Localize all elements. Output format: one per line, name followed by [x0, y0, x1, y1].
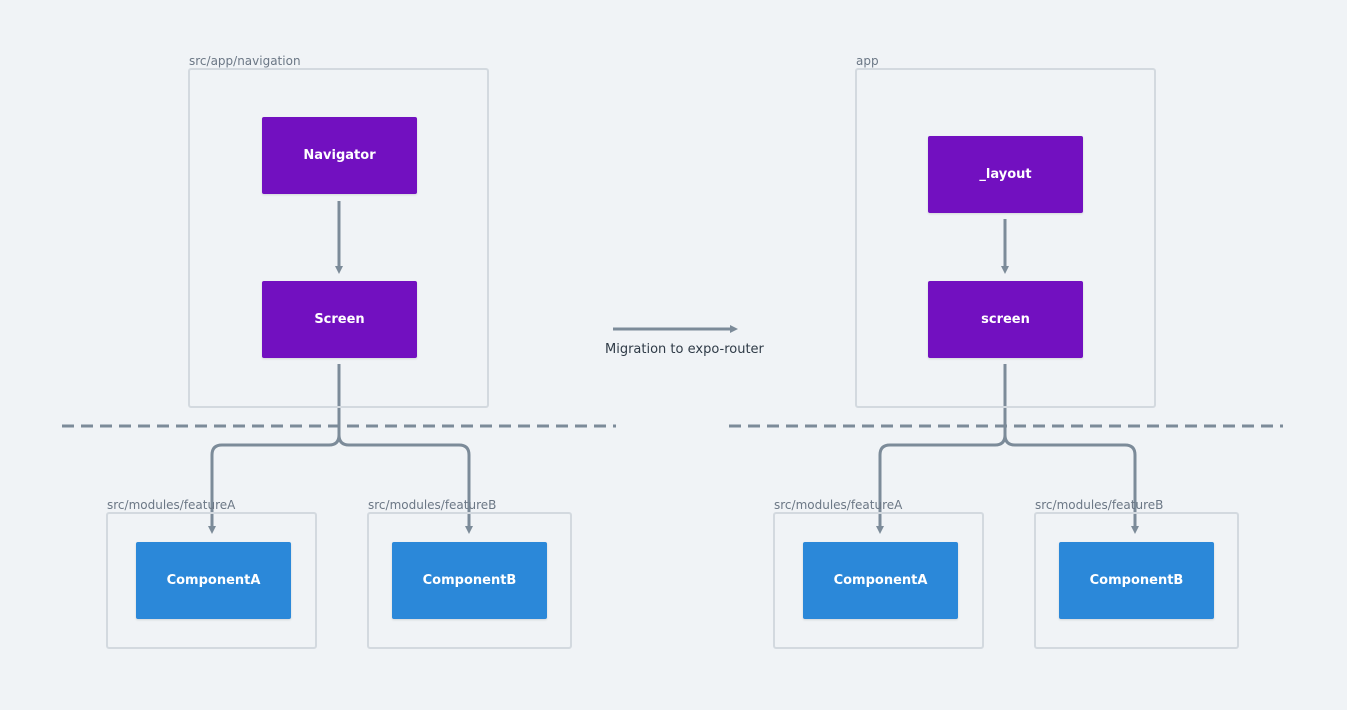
after-component-a-node[interactable]: ComponentA [803, 542, 958, 619]
before-feature-b-container-label: src/modules/featureB [368, 498, 497, 512]
before-component-a-label: ComponentA [166, 573, 261, 588]
after-component-b-label: ComponentB [1089, 573, 1184, 588]
after-layout-label: _layout [979, 167, 1032, 182]
before-feature-a-container [106, 512, 317, 649]
after-feature-a-container-label: src/modules/featureA [774, 498, 903, 512]
migration-caption: Migration to expo-router [605, 342, 764, 357]
before-screen-to-component-b-arrow [337, 364, 473, 534]
before-feature-b-container [367, 512, 572, 649]
before-navigator-label: Navigator [303, 148, 376, 163]
before-screen-label: Screen [314, 312, 365, 327]
before-nav-container [188, 68, 489, 408]
after-nav-container-label: app [856, 54, 879, 68]
after-screen-to-component-b-arrow [1003, 364, 1139, 534]
before-component-b-node[interactable]: ComponentB [392, 542, 547, 619]
before-screen-node[interactable]: Screen [262, 281, 417, 358]
before-feature-a-container-label: src/modules/featureA [107, 498, 236, 512]
after-component-a-label: ComponentA [833, 573, 928, 588]
after-component-b-node[interactable]: ComponentB [1059, 542, 1214, 619]
after-feature-a-container [773, 512, 984, 649]
after-screen-label: screen [981, 312, 1030, 327]
after-feature-b-container [1034, 512, 1239, 649]
before-component-b-label: ComponentB [422, 573, 517, 588]
before-component-a-node[interactable]: ComponentA [136, 542, 291, 619]
after-feature-b-container-label: src/modules/featureB [1035, 498, 1164, 512]
after-nav-container [855, 68, 1156, 408]
after-screen-node[interactable]: screen [928, 281, 1083, 358]
after-layout-node[interactable]: _layout [928, 136, 1083, 213]
before-navigator-node[interactable]: Navigator [262, 117, 417, 194]
before-nav-container-label: src/app/navigation [189, 54, 301, 68]
